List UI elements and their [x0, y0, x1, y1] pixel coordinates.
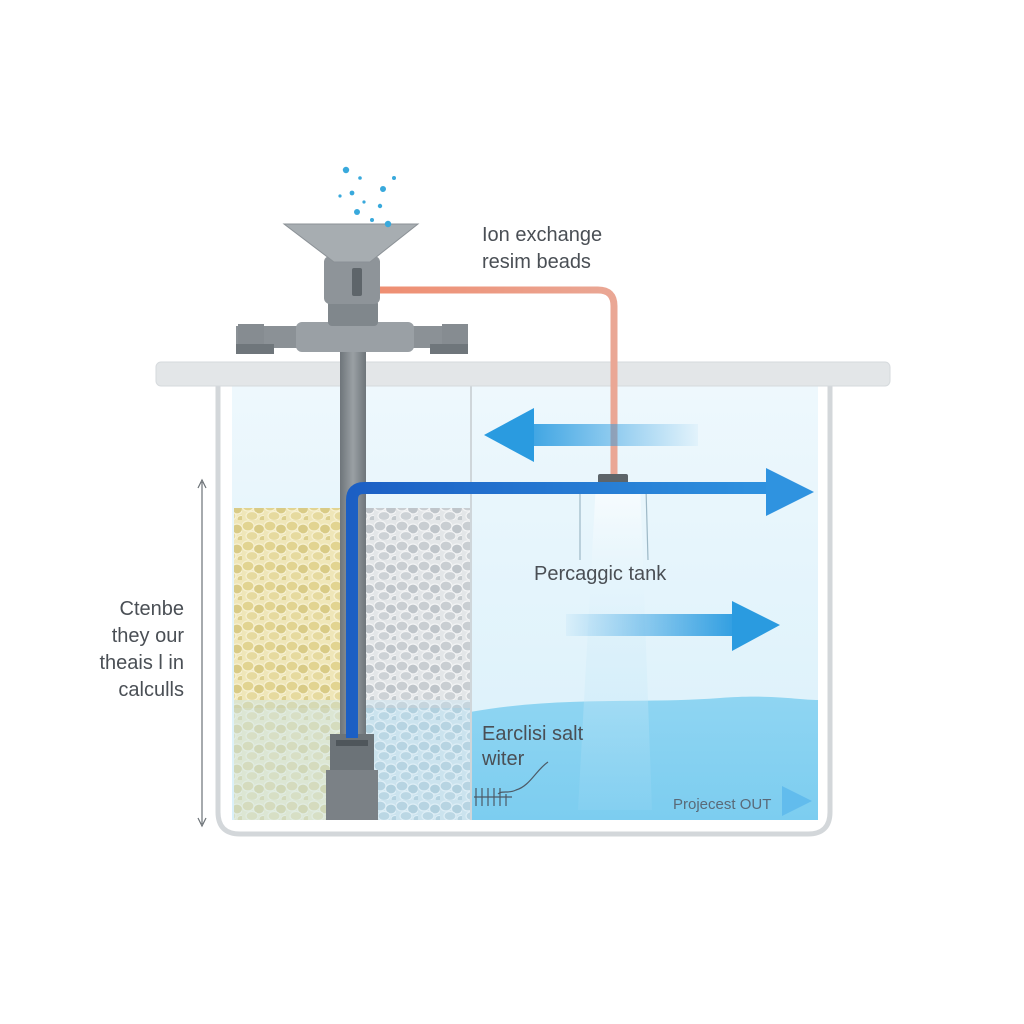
- pointer-squiggle: [474, 761, 549, 806]
- label-ion-exchange-line2: resim beads: [482, 251, 591, 273]
- flow-arrow-out: [782, 786, 812, 816]
- flow-arrow-icon: [766, 468, 814, 516]
- label-salt-water-line2: witer: [482, 748, 525, 770]
- blue-pipe: [346, 482, 780, 738]
- fitting-band: [336, 740, 368, 746]
- resin-yellow-upper: [234, 508, 354, 708]
- label-left-line1: Ctenbe: [119, 598, 185, 620]
- height-indicator: [197, 478, 207, 828]
- label-ion-exchange-line1: Ion exchange: [482, 224, 603, 246]
- orange-pipe-nozzle: [598, 474, 628, 484]
- flow-arrow-right: [566, 601, 780, 651]
- label-left-line3: theais l in: [99, 652, 185, 674]
- valve-slot: [352, 268, 362, 296]
- tank-lid: [155, 361, 891, 387]
- valve-base-left: [236, 344, 274, 354]
- label-salt-water-line1: Earclisi salt: [482, 723, 584, 745]
- valve-base-right: [430, 344, 468, 354]
- label-salt-water: Earclisi salt witer: [482, 722, 583, 772]
- nozzle-drip-lines: [579, 487, 649, 561]
- tank: [155, 361, 891, 837]
- funnel-icon: [282, 223, 420, 263]
- valve-body: [296, 322, 414, 352]
- label-left-line2: they our: [111, 625, 184, 647]
- label-left-note: Ctenbe they our theais l in calculls: [80, 596, 185, 704]
- valve-neck: [328, 300, 378, 326]
- label-ion-exchange: Ion exchange resim beads: [482, 222, 602, 276]
- bottom-fitting-base: [326, 770, 378, 820]
- label-left-line4: calculls: [118, 679, 184, 701]
- droplets-icon: [338, 166, 396, 228]
- resin-gray: [354, 508, 470, 708]
- light-beam: [578, 482, 652, 810]
- orange-pipe: [364, 286, 618, 482]
- label-outlet: Projecest OUT: [673, 796, 772, 813]
- flow-arrow-left: [484, 408, 698, 462]
- label-tank: Percaggic tank: [534, 563, 667, 585]
- tank-outline: [215, 382, 833, 837]
